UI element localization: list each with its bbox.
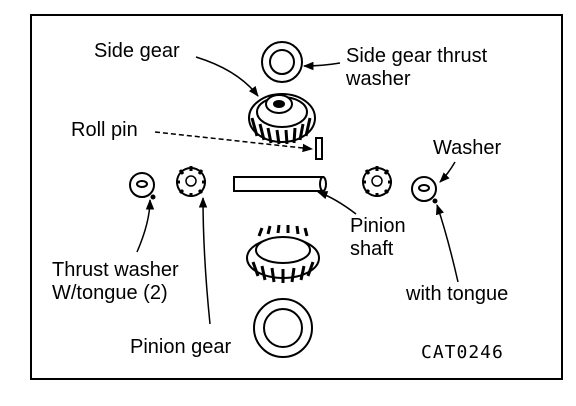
leader-washer	[439, 161, 456, 183]
leader-lines	[136, 56, 459, 325]
side-gear-lower-part	[246, 224, 320, 283]
leader-pinion-shaft	[317, 191, 357, 215]
pinion-gear-left-part	[176, 166, 206, 197]
thrust-washer-left-part	[129, 172, 156, 200]
leader-roll-pin	[154, 131, 314, 153]
lower-thrust-washer-part	[253, 298, 313, 358]
pinion-shaft-part	[233, 176, 327, 192]
label-side-gear-thrust-washer-line2: washer	[346, 68, 411, 90]
label-side-gear-thrust-washer-line1: Side gear thrust	[346, 45, 488, 67]
label-side-gear: Side gear	[94, 40, 180, 62]
leader-side-gear-thrust-washer	[302, 61, 341, 71]
label-thrust-washer-line2: W/tongue (2)	[52, 282, 168, 304]
pinion-gear-right-part	[362, 166, 392, 197]
label-pinion-shaft-line2: shaft	[350, 238, 394, 260]
label-washer: Washer	[433, 137, 502, 159]
leader-pinion-gear	[198, 196, 211, 325]
label-with-tongue: with tongue	[406, 283, 509, 305]
side-gear-thrust-washer-part	[261, 41, 303, 83]
label-roll-pin: Roll pin	[71, 119, 138, 141]
side-gear-part	[248, 93, 316, 145]
label-pinion-shaft-line1: Pinion	[350, 215, 406, 237]
figure-frame	[30, 14, 563, 380]
figure-code: CAT0246	[421, 342, 504, 363]
washer-right-part	[411, 176, 438, 204]
leader-thrust-washer	[136, 198, 155, 253]
label-pinion-gear: Pinion gear	[130, 336, 232, 358]
label-thrust-washer-line1: Thrust washer	[52, 259, 179, 281]
leader-with-tongue	[436, 204, 459, 283]
roll-pin-part	[315, 137, 323, 160]
leader-side-gear	[195, 56, 259, 97]
